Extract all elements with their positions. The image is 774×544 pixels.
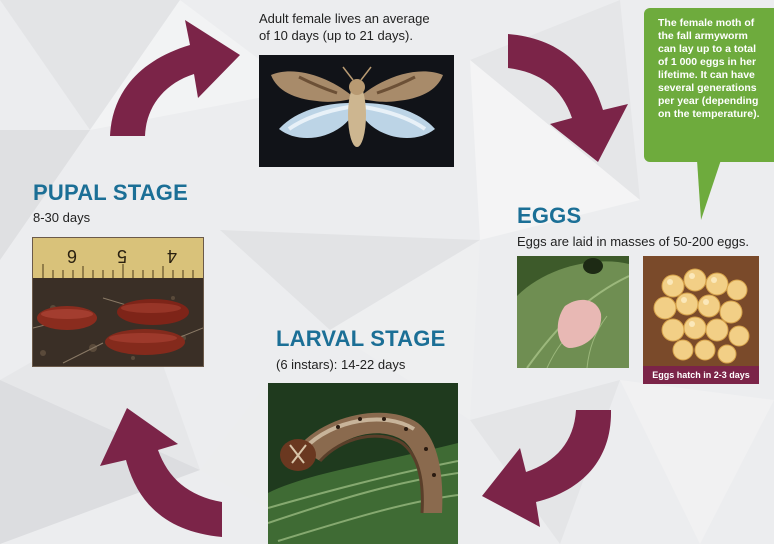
eggs-hatch-caption: Eggs hatch in 2-3 days xyxy=(643,366,759,384)
cycle-arrow-icon xyxy=(100,408,222,537)
cycle-arrow-icon xyxy=(482,410,612,527)
callout-line: can lay up to a total xyxy=(658,43,757,55)
adult-text-line2: of 10 days (up to 21 days). xyxy=(259,28,413,43)
callout-line: several generations xyxy=(658,82,757,94)
pupal-stage-title: PUPAL STAGE xyxy=(33,180,188,205)
callout-line: of 1 000 eggs in her xyxy=(658,56,757,68)
egg-cluster-photo xyxy=(643,256,759,366)
pupal-duration: 8-30 days xyxy=(33,210,91,225)
pupae-photo: 6 5 4 xyxy=(32,237,204,367)
adult-text-line1: Adult female lives an average xyxy=(259,11,430,26)
callout-line: per year (depending xyxy=(658,95,759,107)
eggs-description: Eggs are laid in masses of 50-200 eggs. xyxy=(517,234,749,249)
callout-line: lifetime. It can have xyxy=(658,69,755,81)
eggs-stage-title: EGGS xyxy=(517,203,582,228)
larval-duration: (6 instars): 14-22 days xyxy=(276,357,406,372)
egg-mass-leaf-photo xyxy=(517,256,629,368)
larva-photo xyxy=(268,383,458,544)
info-callout: The female moth of the fall armyworm can… xyxy=(644,8,774,162)
callout-line: the fall armyworm xyxy=(658,30,748,42)
ruler-digit: 4 xyxy=(167,246,177,266)
cycle-arrow-icon xyxy=(508,34,628,162)
cycle-arrow-icon xyxy=(110,20,240,136)
ruler-digit: 5 xyxy=(117,246,127,266)
adult-moth-photo xyxy=(259,55,454,167)
callout-tail xyxy=(697,160,721,220)
callout-line: on the temperature). xyxy=(658,108,760,120)
larval-stage-title: LARVAL STAGE xyxy=(276,326,446,351)
callout-line: The female moth of xyxy=(658,17,755,29)
ruler-digit: 6 xyxy=(67,246,77,266)
